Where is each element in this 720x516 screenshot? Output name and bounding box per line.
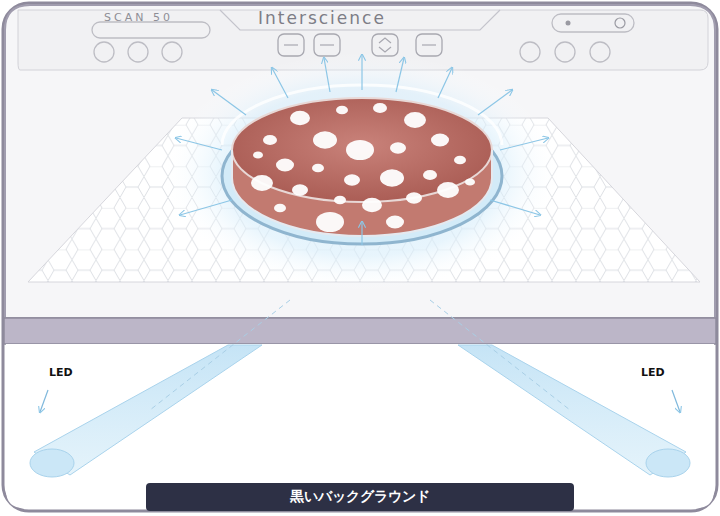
light-ray <box>490 200 540 215</box>
light-ray <box>438 68 452 98</box>
light-ray <box>212 90 246 115</box>
colony <box>263 135 277 145</box>
colony <box>431 134 449 147</box>
colony <box>313 131 337 148</box>
colony <box>344 174 360 186</box>
light-ray <box>324 58 330 92</box>
colony <box>437 182 459 198</box>
light-ray <box>180 200 232 215</box>
colony <box>390 142 406 154</box>
colony <box>362 198 382 212</box>
led-label: LED <box>641 366 665 379</box>
model-name: SCAN 50 <box>104 11 173 24</box>
colony <box>290 111 310 125</box>
colony <box>292 184 308 196</box>
light-ray <box>361 55 362 90</box>
colony <box>386 216 404 229</box>
colony <box>373 103 387 113</box>
colony <box>274 204 286 213</box>
colony <box>454 156 466 165</box>
light-ray <box>361 222 362 245</box>
light-ray <box>176 138 222 150</box>
colony <box>465 178 475 185</box>
colony <box>423 170 437 180</box>
colony <box>334 196 346 205</box>
colony <box>251 175 273 191</box>
colony <box>346 140 374 160</box>
light-ray <box>396 58 404 92</box>
light-ray <box>478 90 512 115</box>
light-ray <box>272 68 288 98</box>
colony <box>276 159 294 172</box>
colony <box>312 164 324 173</box>
brand-name: Interscience <box>258 8 386 28</box>
colony <box>253 151 263 158</box>
node-text: 黒いバックグラウンド <box>290 488 430 506</box>
colony <box>404 112 426 128</box>
led-label: LED <box>49 366 73 379</box>
colony <box>380 169 404 186</box>
colony <box>336 106 348 115</box>
colony <box>316 212 344 232</box>
light-ray <box>500 138 548 150</box>
background-label: 黒いバックグラウンド <box>146 483 574 511</box>
colony <box>406 192 422 204</box>
